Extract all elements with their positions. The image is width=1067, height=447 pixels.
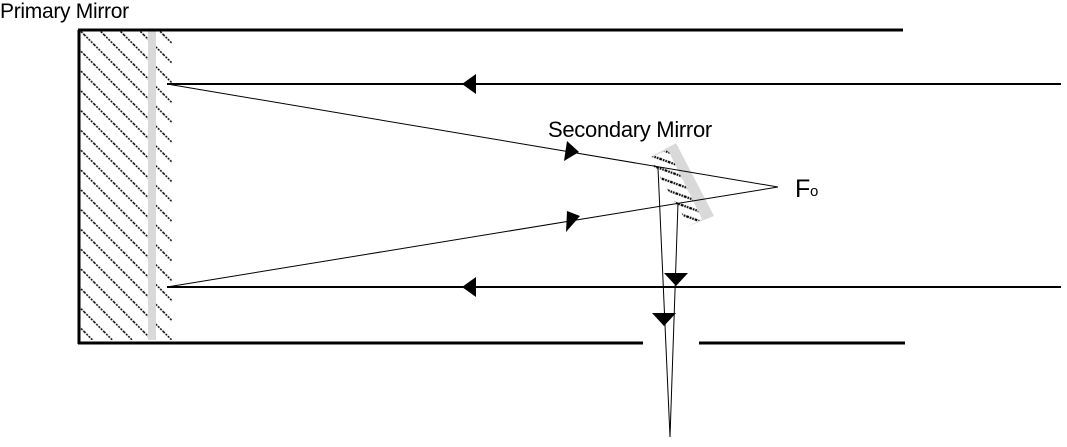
- folded-ray-right: [669, 202, 679, 438]
- focus-label: Fo: [795, 175, 818, 204]
- arrow-folded-lower: [652, 313, 676, 326]
- light-rays: [166, 83, 1061, 438]
- primary-mirror-surface: [148, 30, 156, 340]
- arrow-folded-upper: [664, 273, 688, 286]
- secondary-mirror-label: Secondary Mirror: [548, 117, 712, 142]
- arrow-incoming-bottom: [462, 277, 476, 297]
- arrow-reflected-bottom: [566, 211, 580, 232]
- folded-ray-left: [657, 167, 671, 438]
- focus-subscript: o: [809, 183, 819, 200]
- reflected-ray-bottom: [166, 186, 779, 288]
- secondary-mirror: [649, 143, 714, 226]
- primary-mirror-label: Primary Mirror: [0, 0, 129, 23]
- tube: [78, 28, 905, 345]
- focus-letter: F: [795, 175, 810, 203]
- primary-mirror-hatch: [80, 30, 172, 340]
- ray-arrows: [462, 74, 688, 326]
- primary-mirror: [77, 30, 172, 344]
- reflected-ray-top: [166, 83, 779, 188]
- arrow-incoming-top: [462, 74, 476, 94]
- secondary-mirror-hatch: [649, 150, 702, 226]
- arrow-reflected-top: [564, 141, 579, 161]
